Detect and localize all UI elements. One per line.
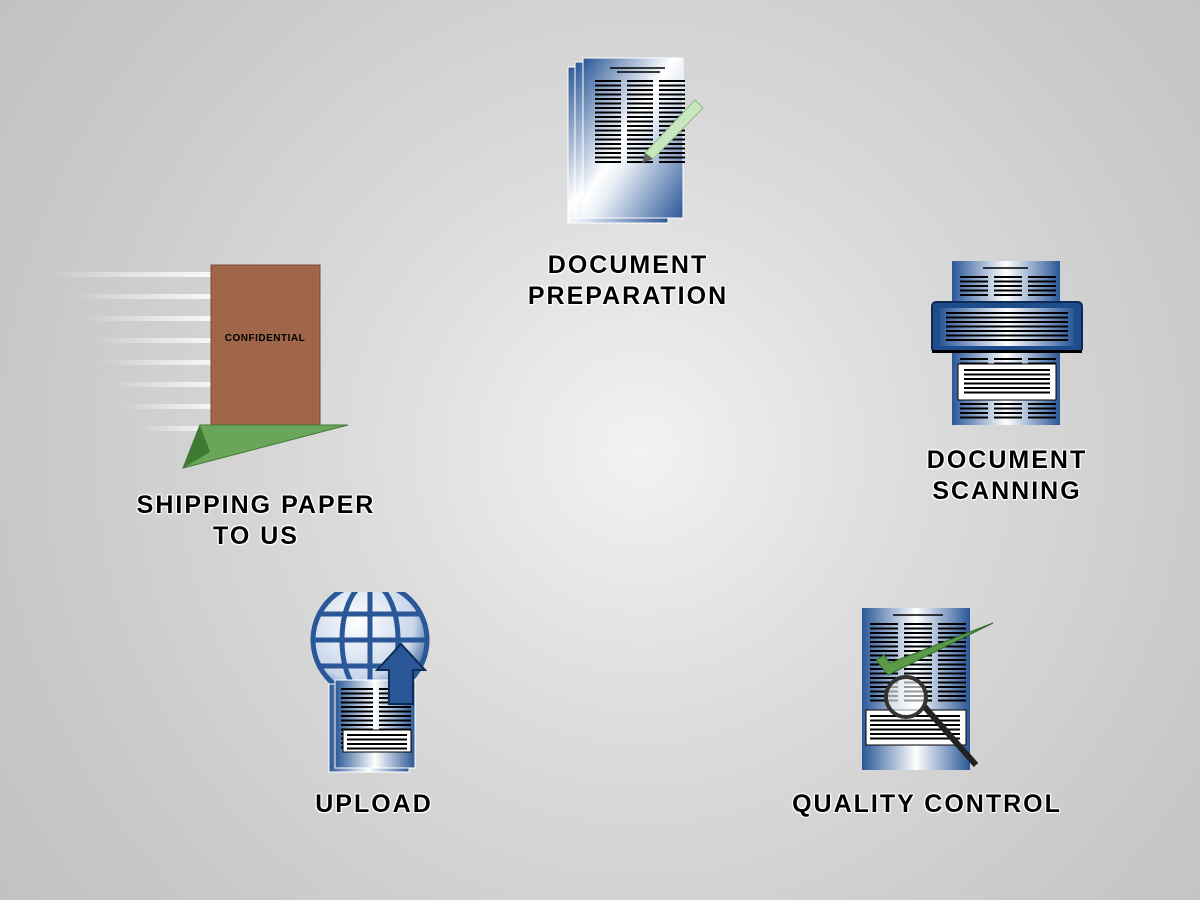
- document-scanning-icon: [928, 258, 1086, 433]
- scanner-icon: [931, 301, 1083, 353]
- text-lines: [960, 276, 1056, 296]
- label-line: QUALITY CONTROL: [792, 790, 1062, 818]
- label-line: SHIPPING PAPER: [136, 491, 376, 519]
- step-label-upload: UPLOAD: [315, 789, 433, 820]
- step-label-document-preparation: DOCUMENT PREPARATION: [528, 250, 728, 312]
- pen-icon: [642, 99, 704, 163]
- text-lines: [347, 734, 407, 750]
- shipping-icon: CONFIDENTIAL: [40, 262, 360, 492]
- speed-lines: [45, 272, 230, 431]
- quality-control-icon: [858, 605, 998, 780]
- text-lines: [964, 369, 1050, 394]
- text-lines: [946, 312, 1068, 341]
- confidential-text: CONFIDENTIAL: [225, 333, 305, 344]
- label-line: UPLOAD: [315, 790, 433, 818]
- folder-icon: [210, 264, 321, 428]
- checkmark-icon: [875, 622, 994, 676]
- upload-icon: [305, 580, 440, 782]
- label-line: PREPARATION: [527, 282, 729, 310]
- step-label-quality-control: QUALITY CONTROL: [792, 789, 1062, 820]
- step-label-shipping-paper: SHIPPING PAPER TO US: [137, 490, 376, 552]
- paper-plane-icon: [182, 424, 349, 469]
- label-line: TO US: [213, 522, 299, 550]
- step-label-document-scanning: DOCUMENT SCANNING: [927, 445, 1087, 507]
- label-line: SCANNING: [932, 477, 1082, 505]
- label-line: DOCUMENT: [547, 251, 709, 279]
- document-preparation-icon: [565, 55, 710, 235]
- upload-arrow-icon: [374, 642, 428, 705]
- label-line: DOCUMENT: [926, 446, 1088, 474]
- magnifier-icon: [884, 675, 979, 767]
